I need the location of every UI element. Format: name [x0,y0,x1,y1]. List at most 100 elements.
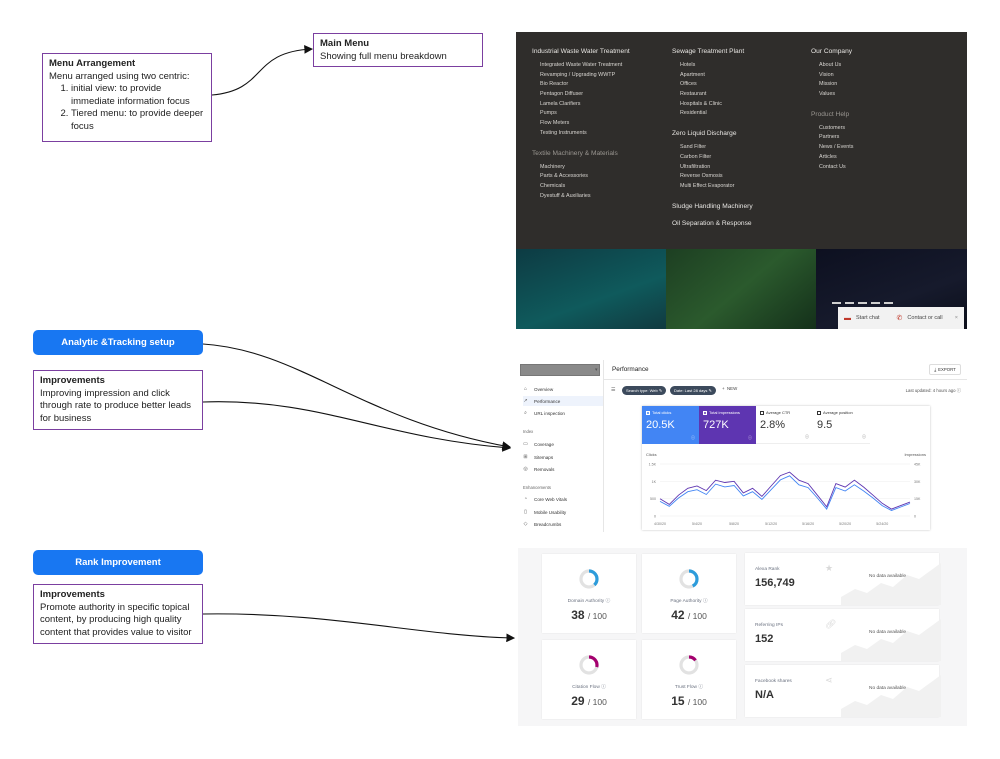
menu-link[interactable]: Contact Us [819,163,846,170]
menu-link[interactable]: Sand Filter [680,144,707,151]
menu-link[interactable]: Customers [819,124,846,131]
menu-heading[interactable]: Our Company [811,48,853,55]
sidebar-item-core-web-vitals[interactable]: ◔Core Web Vitals [523,494,603,504]
carousel-dot[interactable] [884,302,893,304]
chevron-down-icon[interactable]: ▾ [595,367,598,373]
filter-icon[interactable]: ☰ [611,387,616,393]
menu-link[interactable]: Restaurant [680,91,707,98]
last-updated: Last updated: 4 hours ago ⓘ [905,388,961,393]
menu-link[interactable]: Carbon Filter [680,153,712,160]
carousel-dots[interactable] [832,302,893,304]
left-tick-label: 0 [654,515,656,519]
checkbox-icon[interactable] [760,410,764,415]
menu-link[interactable]: Articles [819,153,837,160]
link-icon[interactable]: 🔗︎ [825,619,837,629]
menu-link[interactable]: Vision [819,71,834,78]
sidebar-item-mobile-usability[interactable]: ▯Mobile Usability [523,507,603,517]
carousel-dot[interactable] [832,302,841,304]
menu-link[interactable]: Partners [819,134,840,141]
menu-heading[interactable]: Product Help [811,110,850,118]
sidebar-item-url-inspection[interactable]: ⌕URL inspection [523,408,603,418]
info-icon[interactable]: ⓘ [599,685,606,690]
menu-heading[interactable]: Oil Separation & Response [672,219,752,227]
menu-link[interactable]: Offices [680,81,697,88]
menu-link[interactable]: Multi Effect Evaporator [680,182,735,189]
sidebar-item-label: Coverage [534,441,554,447]
sidebar-item-breadcrumbs[interactable]: ◇Breadcrumbs [523,519,603,529]
menu-link[interactable]: Hospitals & Clinic [680,100,722,107]
help-icon[interactable]: ⓘ [748,435,752,440]
sparkline-placeholder [841,675,941,717]
menu-heading[interactable]: Sewage Treatment Plant [672,48,745,55]
score-max: / 100 [687,611,707,621]
menu-link[interactable]: Testing Instruments [540,129,587,136]
share-icon[interactable]: ⋖ [825,675,833,685]
carousel-dot[interactable] [845,302,854,304]
export-button[interactable]: ⤓EXPORT [929,364,961,375]
menu-link[interactable]: Flow Meters [540,120,570,127]
menu-link[interactable]: Mission [819,81,838,88]
info-icon[interactable]: ⓘ [701,599,708,604]
menu-link[interactable]: Integrated Waste Water Treatment [540,62,623,68]
menu-heading[interactable]: Sludge Handling Machinery [672,202,753,210]
menu-link[interactable]: Bio Reactor [540,81,569,88]
menu-link[interactable]: Pumps [540,110,557,117]
search-type-chip[interactable]: Search type: Web ✎ [622,386,667,395]
menu-link[interactable]: Apartment [680,71,705,78]
authority-label: Citation Flow ⓘ [542,683,636,690]
property-selector[interactable] [520,364,600,376]
menu-link[interactable]: Reverse Osmosis [680,173,723,180]
sidebar-item-sitemaps[interactable]: ⊞Sitemaps [523,452,603,462]
date-range-chip[interactable]: Date: Last 28 days ✎ [670,386,716,395]
info-icon[interactable]: ⓘ [697,685,704,690]
contact-call-button[interactable]: Contact or call [907,315,943,321]
carousel-dot[interactable] [871,302,880,304]
star-icon[interactable]: ★ [825,563,834,573]
help-icon[interactable]: ⓘ [805,434,809,439]
menu-heading[interactable]: Textile Machinery & Materials [532,149,618,157]
carousel-dot[interactable] [858,302,867,304]
checkbox-icon[interactable] [703,410,707,415]
info-icon[interactable]: ⓘ [604,599,611,604]
sidebar-item-overview[interactable]: ⌂Overview [523,384,603,394]
checkbox-icon[interactable] [817,410,821,415]
sidebar-item-removals[interactable]: ◎Removals [523,464,603,474]
metric-label-row: Average CTR [760,410,809,415]
new-filter-button[interactable]: + NEW [722,386,738,391]
menu-link[interactable]: Machinery [540,163,565,170]
menu-link[interactable]: Pentagon Diffuser [540,91,584,98]
sidebar-item-coverage[interactable]: ▭Coverage [523,439,603,449]
menu-link[interactable]: About Us [819,62,842,68]
menu-link[interactable]: Ultrafiltration [680,163,711,170]
menu-link[interactable]: Chemicals [540,182,566,189]
menu-link[interactable]: Lamela Clarifiers [540,100,581,107]
menu-link[interactable]: Parts & Accessories [540,173,588,180]
authority-label: Trust Flow ⓘ [642,683,736,690]
analytic-tracking-label: Analytic &Tracking setup [33,330,203,355]
start-chat-button[interactable]: Start chat [856,315,880,321]
menu-link[interactable]: Hotels [680,62,696,68]
close-icon[interactable]: × [954,315,958,321]
menu-heading[interactable]: Industrial Waste Water Treatment [532,48,630,55]
menu-link[interactable]: Residential [680,110,707,117]
menu-heading[interactable]: Zero Liquid Discharge [672,130,737,138]
metric-label: Total impressions [709,410,740,415]
help-icon[interactable]: ⓘ [862,434,866,439]
menu-link[interactable]: Values [819,91,836,98]
help-icon[interactable]: ⓘ [691,435,695,440]
menu-link[interactable]: Revamping / Upgrading WWTP [540,71,616,78]
authority-label-text: Trust Flow [674,685,698,690]
sidebar-item-performance[interactable]: ↗Performance [523,396,603,406]
chat-icon: ▬ [844,314,851,322]
menu-link[interactable]: News / Events [819,144,854,151]
menu-arrangement-note: Menu Arrangement Menu arranged using two… [42,53,212,142]
note-intro: Menu arranged using two centric: [49,70,190,82]
checkbox-icon[interactable] [646,410,650,415]
menu-link[interactable]: Dyestuff & Auxiliaries [540,192,591,199]
sidebar-item-label: Sitemaps [534,454,554,460]
